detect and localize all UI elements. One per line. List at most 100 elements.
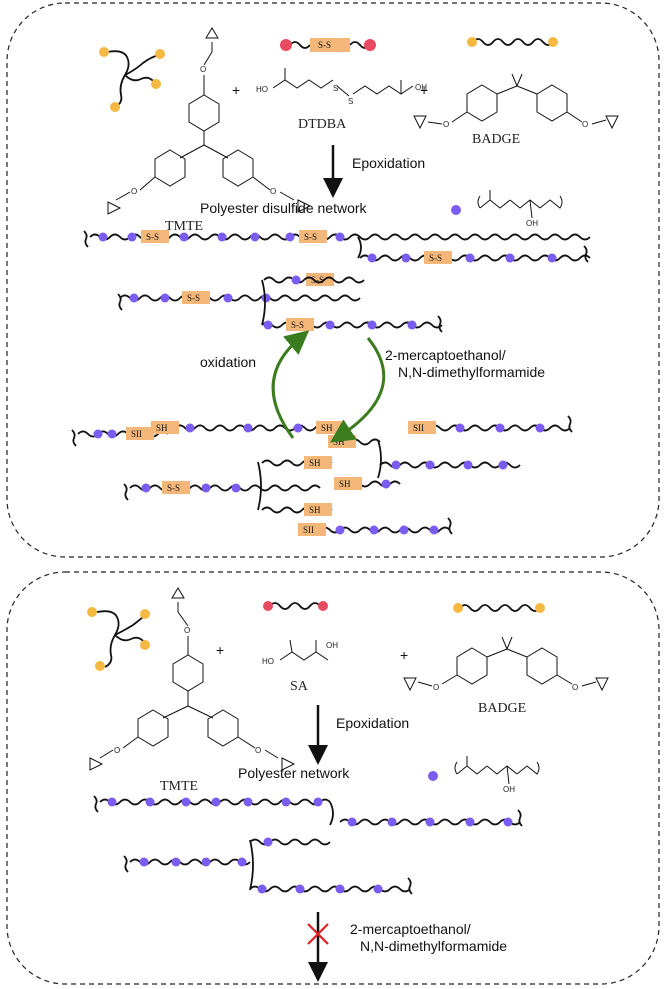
ester-node (399, 525, 409, 535)
ester-node (391, 460, 401, 470)
ester-node (261, 293, 271, 303)
ester-node (401, 253, 411, 263)
tmte-schematic-icon (99, 47, 165, 112)
tag-label: SH (339, 479, 351, 489)
tag-label: S-S (291, 320, 304, 330)
chain-end (437, 315, 443, 333)
dtdba-structure: HO S S OH DTDBA (256, 68, 427, 132)
ester-node (495, 423, 505, 433)
tag-box (151, 421, 179, 434)
ester-node (171, 857, 181, 867)
ester-node (129, 293, 139, 303)
ester-node (347, 817, 357, 827)
ester-node (160, 293, 170, 303)
ester-node (243, 797, 253, 807)
ester-node (237, 857, 247, 867)
badge-o-right-b: O (572, 683, 578, 692)
ester-node (98, 232, 108, 242)
tmte-o-right-b: O (255, 746, 261, 755)
ester-node (498, 460, 508, 470)
dtdba-oh: OH (415, 83, 427, 92)
ester-node (201, 857, 211, 867)
chain-end (123, 483, 129, 501)
ester-node (139, 857, 149, 867)
ester-node (185, 423, 195, 433)
ester-node (547, 253, 557, 263)
branch-link (257, 461, 262, 511)
badge-o-left: O (443, 120, 449, 129)
tag-box (299, 230, 327, 243)
chain-segment (174, 424, 346, 432)
branch-link (261, 279, 266, 326)
tag-box (304, 456, 332, 469)
tmte-structure: O O O TMTE (107, 27, 312, 234)
oxidation-arrow (271, 330, 310, 439)
reduction-label-line1: 2-mercaptoethanol/ (385, 347, 506, 363)
badge-o-right: O (582, 120, 588, 129)
ester-node (535, 423, 545, 433)
sa-schematic-icon (263, 601, 328, 611)
ester-node (407, 320, 417, 330)
ester-node (145, 797, 155, 807)
tag-label: SH (309, 458, 321, 468)
ester-node (217, 232, 227, 242)
badge-label-bottom: BADGE (478, 701, 526, 716)
reduction-arrow (329, 337, 386, 443)
tmte-schematic-icon-bottom (87, 607, 150, 671)
tmte-label-bottom: TMTE (160, 779, 198, 794)
tag-box (141, 230, 169, 243)
plus-sign-4: + (400, 647, 408, 663)
tmte-o-right: O (270, 187, 276, 196)
branch-link (249, 839, 254, 891)
ester-node (425, 817, 435, 827)
tag-box (286, 318, 314, 331)
reduction-label-line2: N,N-dimethylformamide (398, 364, 545, 380)
polyester-network (93, 795, 523, 895)
ester-node (231, 483, 241, 493)
tag-label: SH (309, 505, 321, 515)
dtdba-schematic-icon: S-S (280, 38, 376, 52)
tag-box (424, 251, 452, 264)
badge-o-left-b: O (433, 683, 439, 692)
dtdba-ho: HO (256, 85, 268, 94)
ester-node (373, 884, 383, 894)
ester-node (367, 320, 377, 330)
chain-end (567, 415, 573, 433)
tag-label: SH (333, 437, 345, 447)
ester-node (211, 797, 221, 807)
branch-link (377, 439, 382, 479)
badge-schematic-icon (467, 37, 558, 47)
ester-node (257, 884, 267, 894)
blocked-label-line2: N,N-dimethylformamide (360, 938, 507, 954)
sa-label: SA (290, 679, 309, 694)
ester-node (335, 525, 345, 535)
branch-link (357, 236, 362, 259)
ester-unit-structure-bottom: OH (454, 756, 540, 794)
tmte-o-left: O (131, 187, 137, 196)
sa-structure: HO OH SA (262, 639, 338, 694)
tag-label: SII (413, 423, 424, 433)
chain-end (83, 230, 89, 248)
chain-segment (249, 885, 411, 893)
dtdba-label: DTDBA (298, 117, 347, 132)
tag-label: SH (156, 423, 168, 433)
ester-node (93, 429, 103, 439)
tmte-o-top-b: O (184, 626, 190, 635)
ester-node (425, 460, 435, 470)
ester-unit-oh-b: OH (503, 785, 515, 794)
chain-end (117, 293, 123, 311)
ester-node (127, 232, 137, 242)
ester-node (325, 320, 335, 330)
ester-node (335, 884, 345, 894)
badge-structure-bottom: O O BADGE (403, 636, 609, 716)
tag-label: S-S (187, 293, 200, 303)
ester-node (387, 817, 397, 827)
tag-box (408, 421, 436, 434)
ester-unit-dot (451, 205, 461, 215)
oxidation-label: oxidation (200, 354, 256, 370)
ester-node (201, 483, 211, 493)
chain-end (583, 245, 589, 263)
ester-node (465, 817, 475, 827)
tag-label: S-S (311, 275, 324, 285)
branch-link (329, 801, 334, 826)
